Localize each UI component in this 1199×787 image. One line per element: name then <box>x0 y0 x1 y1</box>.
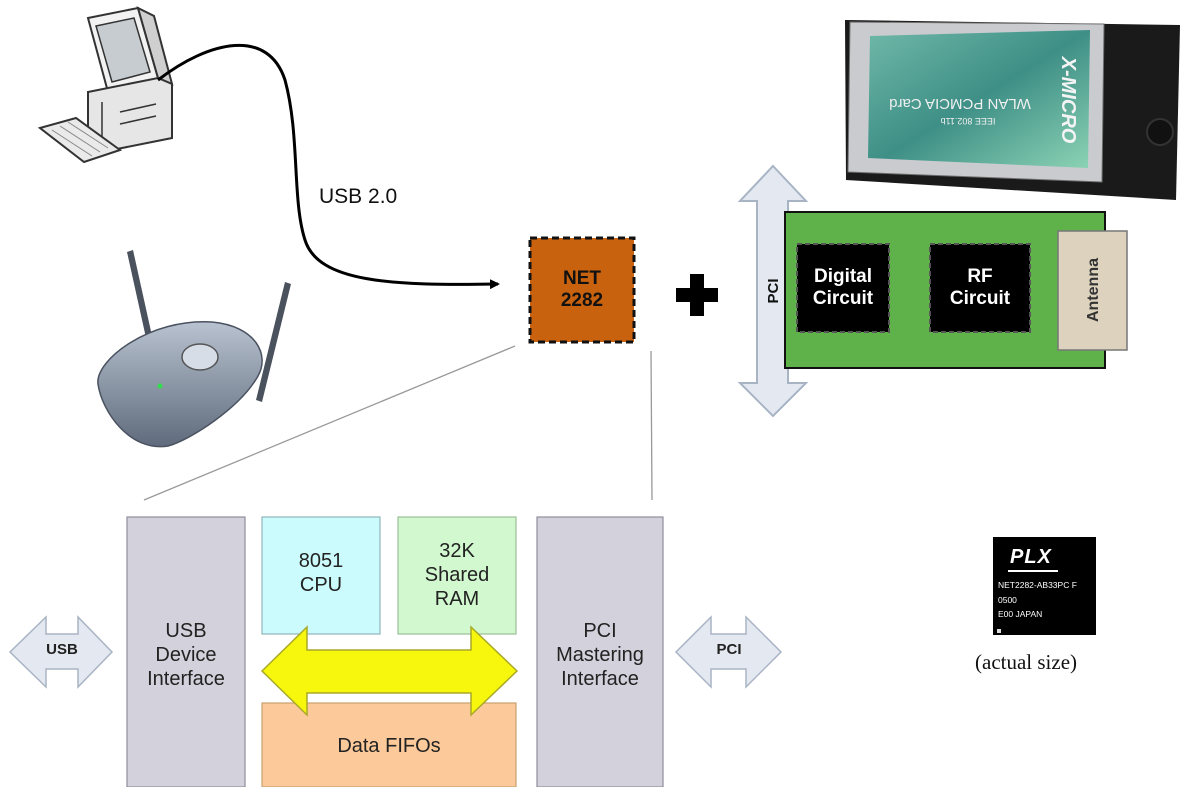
ram-label: 32K Shared RAM <box>424 540 490 610</box>
pci-side-arrow <box>674 615 783 689</box>
card-standard-text: IEEE 802.11b <box>941 116 996 126</box>
pci-bus-label: PCI <box>765 278 782 303</box>
pci-side-arrow-label: PCI <box>716 641 742 658</box>
usb-side-arrow <box>8 615 114 689</box>
card-product-text: WLAN PCMCIA Card <box>889 95 1031 112</box>
data-fifos-block <box>261 702 517 787</box>
rf-circuit-chip <box>929 243 1031 333</box>
antenna-label: Antenna <box>1085 258 1102 322</box>
usb-link-label: USB 2.0 <box>319 185 398 208</box>
usb-device-interface-block <box>126 516 246 787</box>
plus-sign <box>676 274 718 316</box>
computer-icon <box>37 6 174 164</box>
cpu-block <box>261 516 381 635</box>
plx-logo-underline <box>1008 570 1058 572</box>
chip-photo-line2: 0500 <box>998 595 1017 605</box>
plx-logo: PLX <box>1010 546 1052 568</box>
cpu-label: 8051 CPU <box>298 549 344 596</box>
internal-bus-arrow <box>260 625 519 717</box>
chip-photo-line1: NET2282-AB33PC F <box>998 580 1077 590</box>
net2282-chip-label: NET 2282 <box>560 268 604 311</box>
pcmcia-card-image <box>845 20 1180 200</box>
digital-circuit-label: Digital Circuit <box>812 266 874 309</box>
pci-mastering-interface-label: PCI Mastering Interface <box>556 620 644 690</box>
digital-circuit-chip <box>796 243 890 333</box>
card-brand-text: X-MICRO <box>1057 56 1079 144</box>
pci-mastering-interface-block <box>536 516 664 787</box>
chip-photo <box>993 537 1096 635</box>
chip-photo-line3: E00 JAPAN <box>998 609 1043 619</box>
net2282-chip <box>528 236 636 344</box>
access-point-icon <box>97 250 291 448</box>
pci-bus-vertical-arrow <box>737 164 809 418</box>
usb-device-interface-label: USB Device Interface <box>147 620 225 690</box>
ram-block <box>397 516 517 635</box>
usb-cable <box>157 44 500 290</box>
data-fifos-label: Data FIFOs <box>337 735 441 757</box>
antenna-block <box>1057 230 1128 351</box>
usb-side-arrow-label: USB <box>46 641 78 658</box>
rf-circuit-label: RF Circuit <box>949 266 1011 309</box>
actual-size-caption: (actual size) <box>975 650 1078 674</box>
